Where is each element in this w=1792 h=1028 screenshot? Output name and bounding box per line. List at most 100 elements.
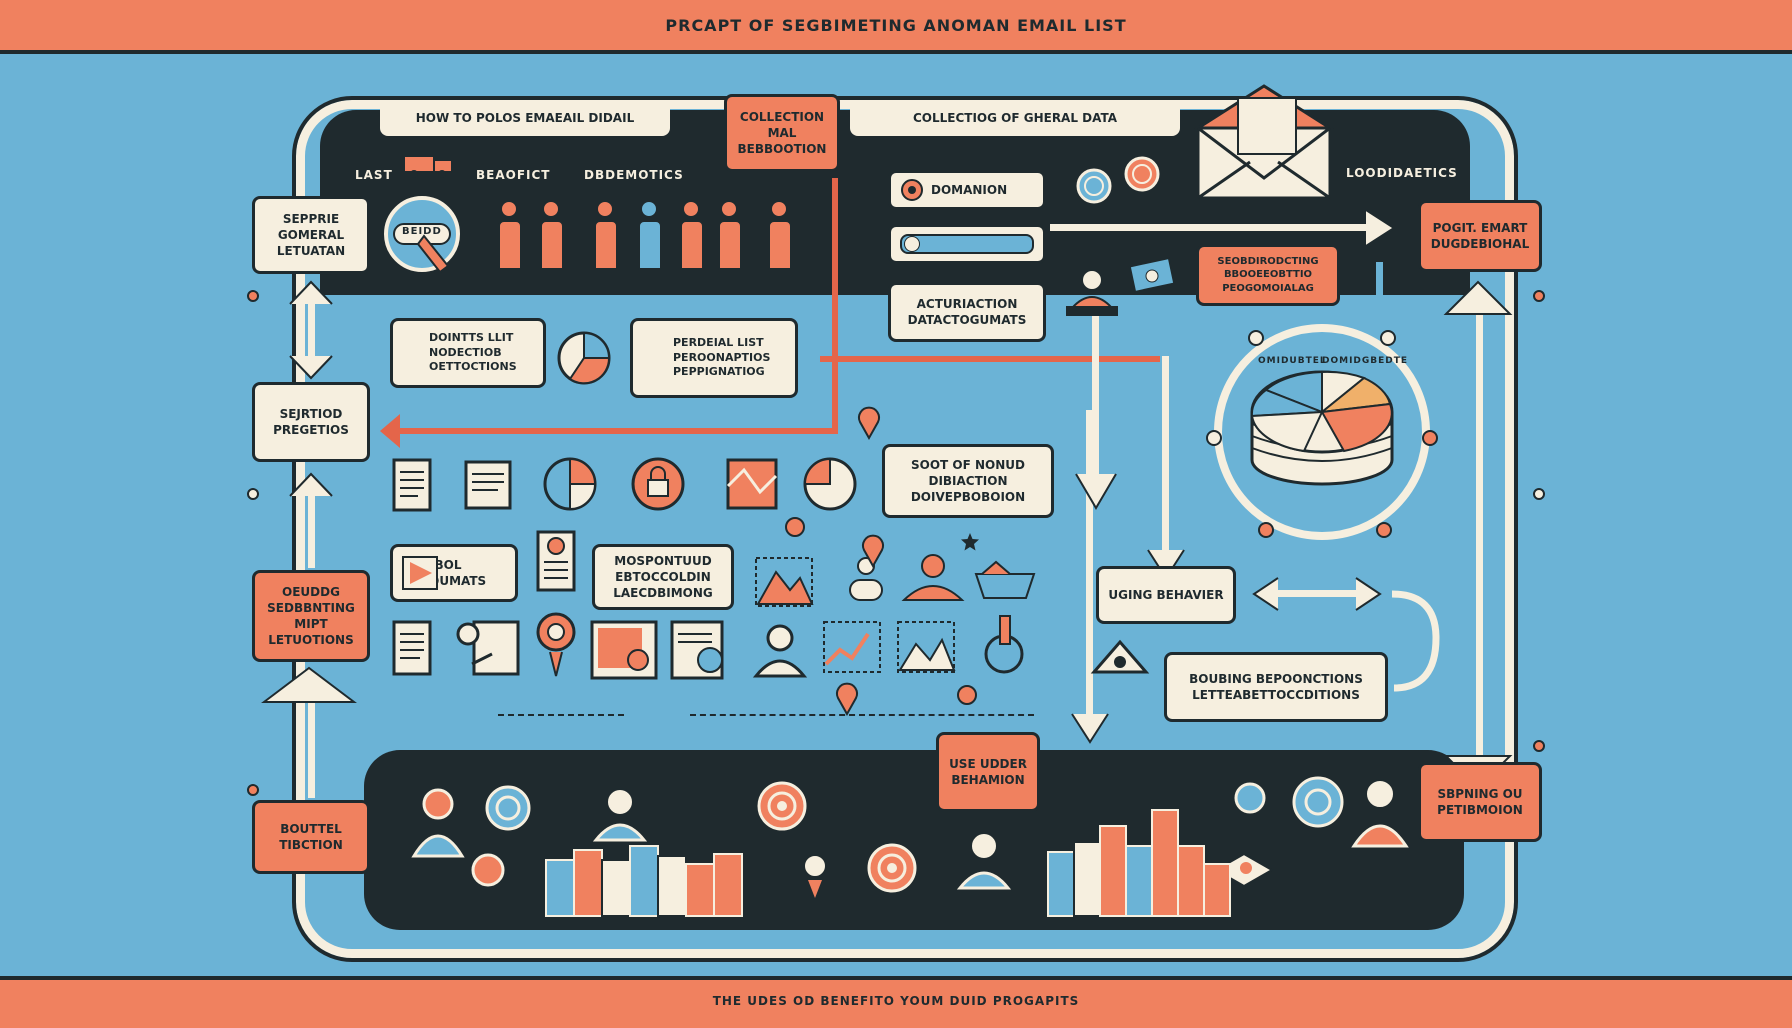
arrow-up-icon (289, 472, 333, 502)
pie-label: OMIDUBTEL (1258, 356, 1327, 366)
footer-band: THE UDES OD BENEFITO YOUM DUID PROGAPITS (0, 976, 1792, 1028)
flow-arrow (1162, 356, 1169, 556)
curved-arrow-icon (1391, 588, 1452, 702)
sbpning-box: SBPNING OU PETIBMOION (1418, 762, 1542, 842)
target-icon (866, 842, 918, 898)
target-icon (756, 780, 808, 836)
person-icon (540, 200, 564, 270)
pie-icon (542, 456, 598, 516)
using-behavior-box: UGING BEHAVIER (1096, 566, 1236, 624)
flow-line (832, 178, 838, 356)
footer-caption: THE UDES OD BENEFITO YOUM DUID PROGAPITS (712, 994, 1080, 1008)
lightbulb-icon (800, 852, 830, 906)
dot-icon (246, 486, 260, 505)
acturaction-box: ACTURIACTION DATACTOGUMATS (888, 282, 1046, 342)
connector-line (498, 714, 624, 716)
arrow-left-icon (1252, 577, 1279, 614)
spiral-icon (1232, 780, 1268, 820)
document-icon (392, 620, 432, 680)
arrow-down-icon (1075, 473, 1117, 514)
domanion-text: DOMANION (931, 182, 1008, 197)
lightbulb-icon (534, 610, 578, 684)
slider-box (888, 224, 1046, 264)
document-icon (670, 620, 730, 686)
flow-arrow (1376, 262, 1383, 322)
seobording-box: SEOBDIRODCTING BBOOEEOBTTIO PEOGOMOIALAG (1196, 244, 1340, 306)
location-pin-icon (956, 684, 978, 712)
dot-icon (1532, 738, 1546, 757)
flow-arrow (1262, 590, 1362, 597)
bar-chart-icon (1046, 806, 1246, 922)
star-icon (960, 532, 980, 556)
user-icon (590, 786, 650, 846)
play-icon (402, 556, 438, 594)
eye-icon (1090, 639, 1150, 678)
arrow-right-icon (1355, 577, 1382, 614)
cycle-pie-chart (1194, 320, 1454, 554)
presenter-icon (1062, 268, 1122, 322)
flow-arrow (308, 482, 315, 568)
dointts-line: DOINTTS LLIT (429, 330, 514, 344)
envelope-icon (1192, 82, 1336, 206)
location-pin-icon (862, 534, 884, 570)
basket-icon (972, 560, 1038, 604)
mospontuud-box: MOSPONTUUD EBTOCCOLDIN LAECDBIMONG (592, 544, 734, 610)
user-icon (752, 622, 808, 682)
person-icon (718, 200, 742, 270)
user-icon (954, 828, 1014, 894)
map-icon (724, 456, 780, 516)
chart-document-icon (590, 620, 660, 686)
badge-icon (384, 196, 464, 280)
badge-text: BEIDD (402, 226, 442, 237)
certificate-icon (536, 530, 576, 596)
bouding-box: BOUBING BEPOONCTIONS LETTEABETTOCCDITION… (1164, 652, 1388, 722)
magnifier-icon (980, 614, 1036, 688)
person-icon (638, 200, 662, 270)
header-band: PRCAPT OF SEGBIMETING ANOMAN EMAIL LIST (0, 0, 1792, 54)
arrow-up-icon (261, 666, 357, 708)
perdeial-line: PERDEIAL LIST (673, 335, 764, 349)
bar-chart-icon (544, 840, 760, 922)
flow-line (832, 356, 838, 434)
oeuddg-box: OEUDDG SEDBBNTING MIPT LETUOTIONS (252, 570, 370, 662)
document-icon (464, 456, 520, 516)
flow-arrow (1050, 224, 1370, 231)
flow-arrow (308, 290, 315, 370)
flow-line (820, 356, 1160, 362)
user-icon (898, 552, 968, 606)
edit-document-icon (452, 620, 522, 680)
pie-label: DOMIDGBEDTE (1322, 356, 1409, 366)
person-icon (680, 200, 704, 270)
dbdemotics-label: DBDEMOTICS (584, 168, 684, 182)
dointts-box: DOINTTS LLIT NODECTIOB OETTOCTIONS (390, 318, 546, 388)
beaofict-label: BEAOFICT (476, 168, 551, 182)
mountain-chart-icon (754, 556, 814, 612)
target-icon (900, 178, 924, 206)
arrow-head-icon (1365, 209, 1396, 250)
arrow-up-icon (1443, 280, 1513, 320)
spiral-icon (1124, 156, 1160, 196)
sejrtion-box: SEJRTIOD PREGETIOS (252, 382, 370, 462)
sepprie-box: SEPPRIE GOMERAL LETUATAN (252, 196, 370, 274)
collection-of-data-label: COLLECTIOG OF GHERAL DATA (850, 100, 1180, 136)
pie-icon (556, 330, 612, 390)
arrow-down-icon (289, 355, 333, 384)
document-icon (392, 458, 432, 516)
money-icon (1128, 256, 1178, 300)
arrow-down-icon (1071, 713, 1109, 748)
flow-line (394, 428, 838, 434)
use-under-behavior-box: USE UDDER BEHAMION (936, 732, 1040, 812)
dot-icon (1532, 486, 1546, 505)
user-icon (408, 786, 468, 862)
dot-icon (246, 288, 260, 307)
page-title: PRCAPT OF SEGBIMETING ANOMAN EMAIL LIST (665, 16, 1127, 35)
perdeial-line: PEROONAPTIOS (673, 350, 771, 364)
lock-icon (630, 456, 686, 516)
collection-box: COLLECTION MAL BEBBOOTION (724, 94, 840, 172)
person-icon (594, 200, 618, 270)
perdeial-box: PERDEIAL LIST PEROONAPTIOS PEPPIGNATIOG (630, 318, 798, 398)
user-icon (1350, 776, 1410, 852)
arrow-left-icon (380, 414, 400, 452)
flow-arrow (1092, 316, 1099, 476)
truck-icon (402, 150, 456, 182)
